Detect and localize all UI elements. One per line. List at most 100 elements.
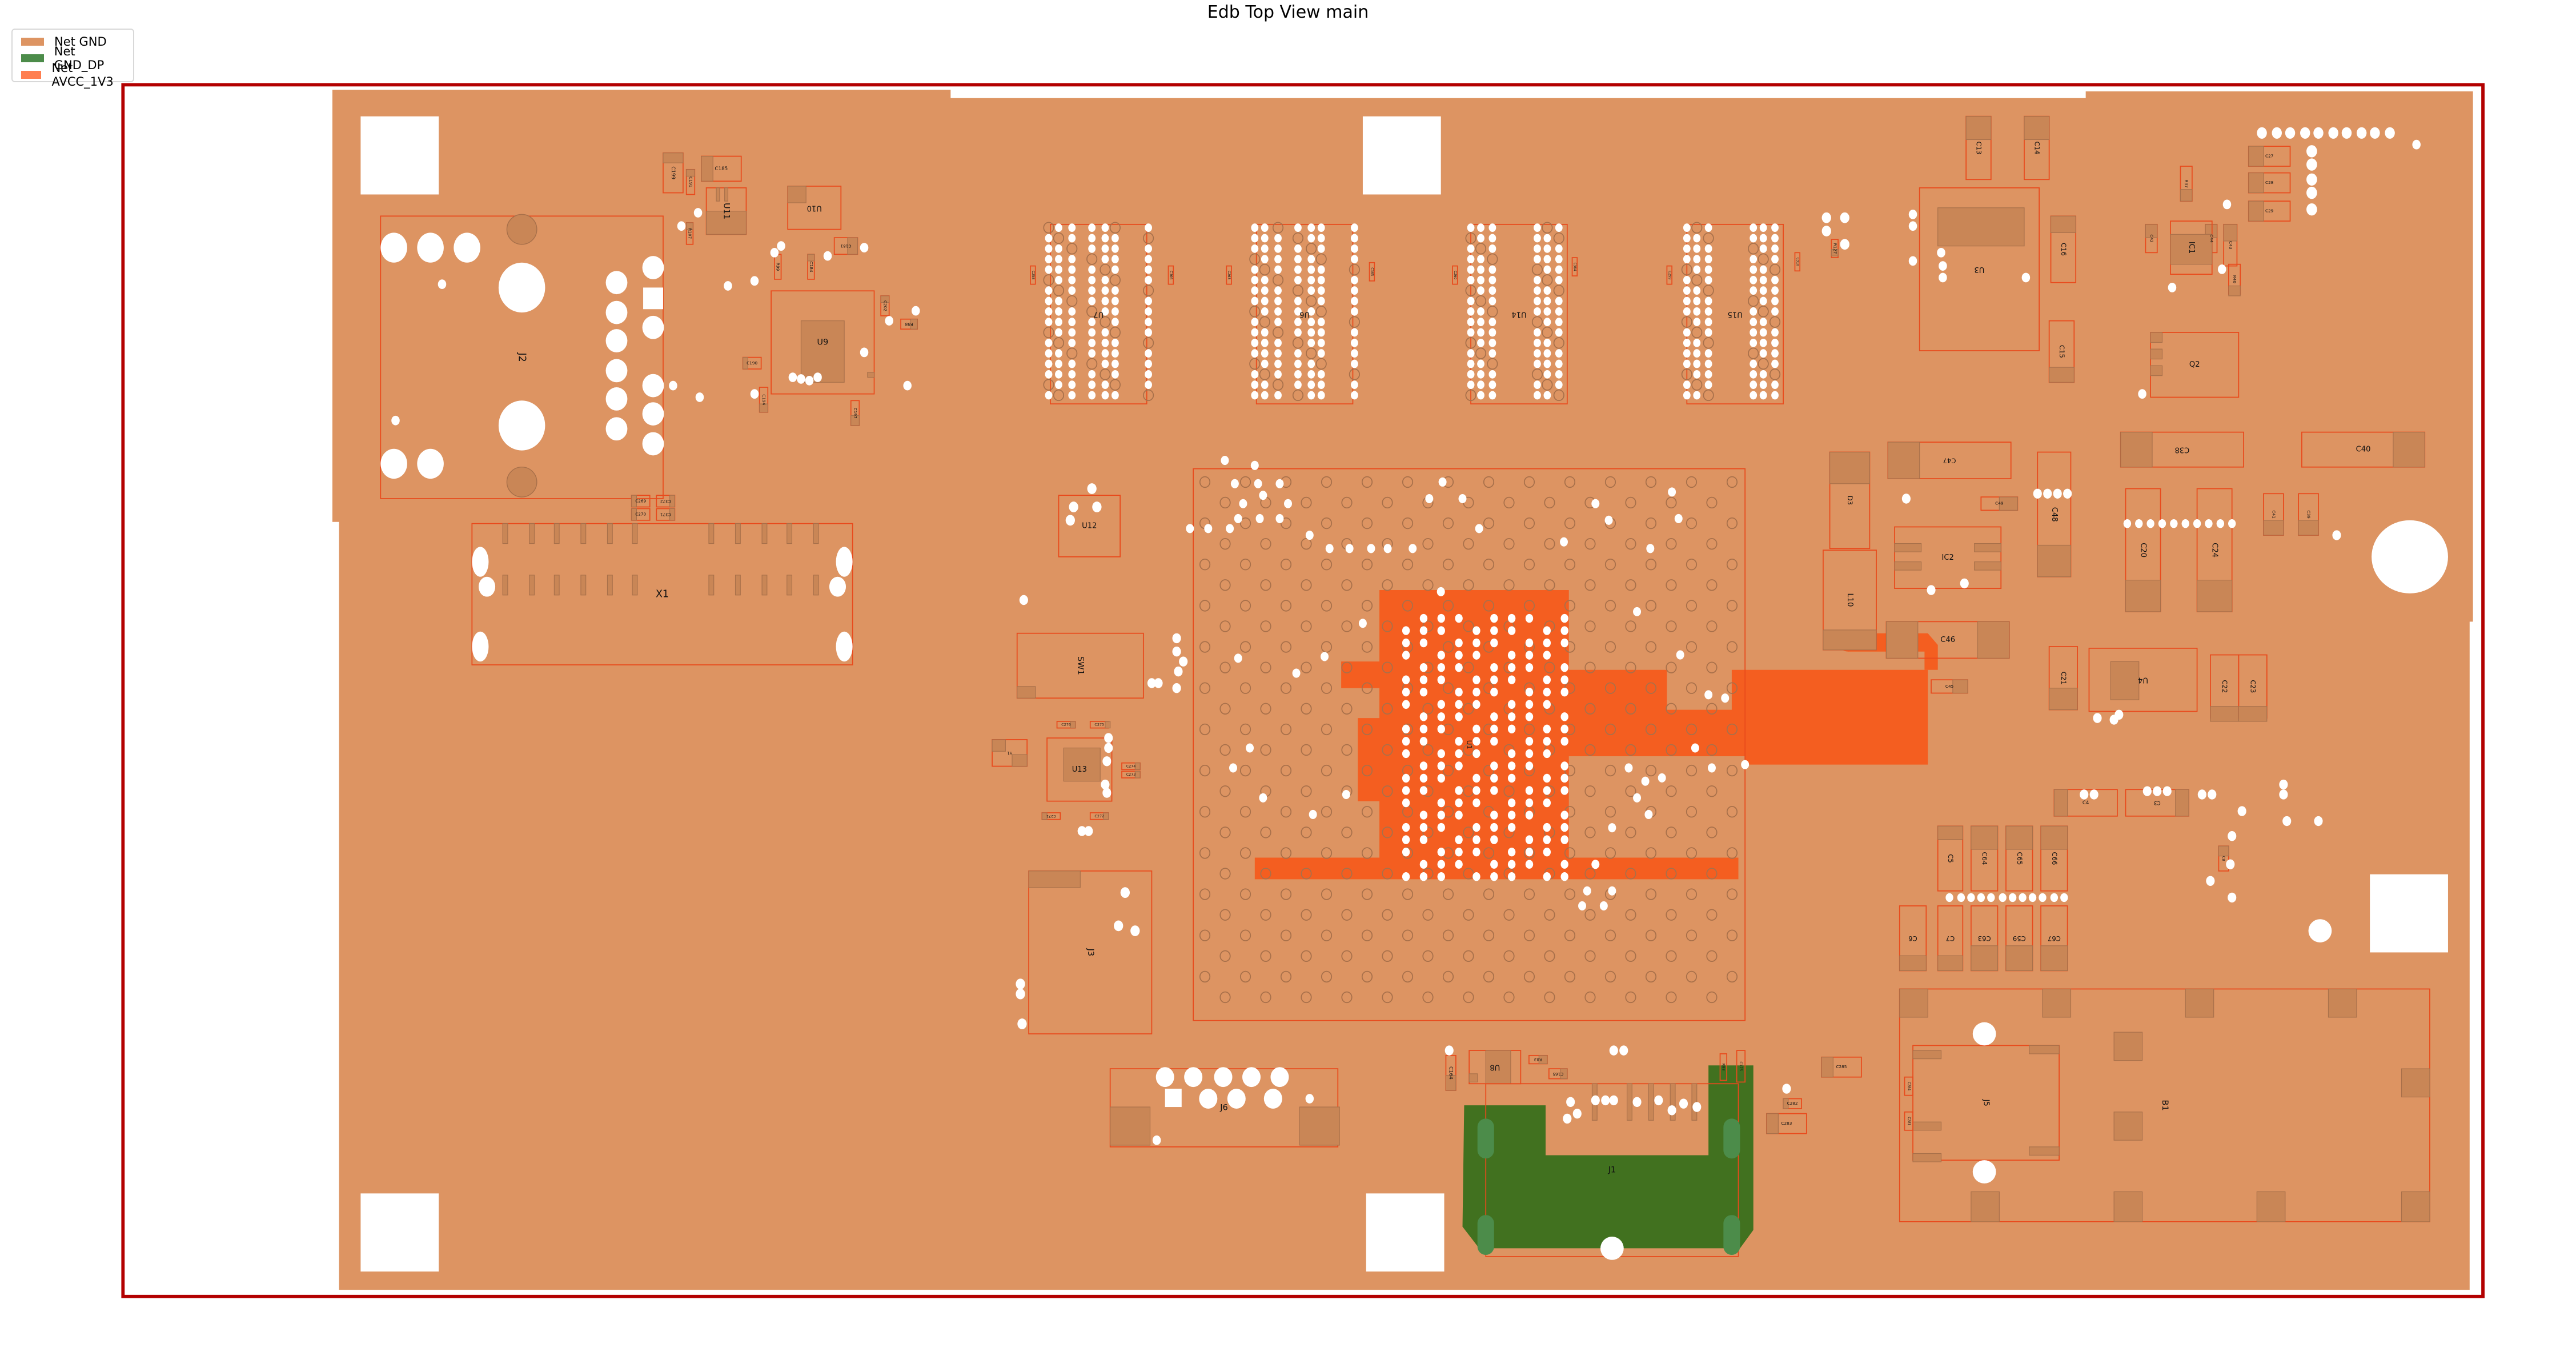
- pad: [2248, 172, 2264, 194]
- refdes-c269: C269: [635, 498, 646, 503]
- via: [1654, 1095, 1663, 1106]
- refdes-c39: C39: [2306, 510, 2312, 519]
- via: [1101, 359, 1109, 368]
- via: [1525, 835, 1534, 844]
- via: [1683, 255, 1691, 264]
- ground-via: [1086, 253, 1098, 265]
- via: [1507, 847, 1516, 857]
- component-outline-c175: [1736, 1050, 1746, 1083]
- via: [1317, 244, 1325, 253]
- refdes-c28: C28: [2265, 180, 2274, 185]
- via: [1274, 234, 1282, 243]
- via: [1543, 370, 1551, 379]
- via: [1583, 886, 1591, 896]
- via: [1507, 798, 1516, 808]
- via: [1782, 1084, 1791, 1094]
- ground-via: [1666, 703, 1677, 715]
- via: [1111, 349, 1119, 358]
- via: [1534, 380, 1541, 390]
- refdes-c285: C285: [1836, 1064, 1847, 1069]
- ground-via: [1523, 476, 1535, 488]
- pad: [2053, 789, 2068, 817]
- via: [1560, 663, 1568, 672]
- ground-via: [1361, 929, 1373, 941]
- ground-via: [1086, 306, 1098, 318]
- refdes-c202: C202: [882, 300, 888, 311]
- via: [1145, 255, 1152, 264]
- ground-via: [1483, 764, 1495, 777]
- via: [1467, 328, 1475, 337]
- via: [1350, 359, 1358, 368]
- ground-via: [1043, 222, 1054, 234]
- ground-via: [1463, 991, 1474, 1004]
- ground-via: [1361, 641, 1373, 653]
- via: [1560, 675, 1568, 684]
- via: [1555, 275, 1563, 284]
- ground-via: [1703, 389, 1714, 402]
- refdes-c273: C273: [1126, 772, 1136, 777]
- via: [1350, 391, 1358, 400]
- ground-via: [1280, 847, 1292, 859]
- via: [1676, 650, 1684, 660]
- via: [1455, 847, 1463, 857]
- ground-via: [1382, 579, 1393, 591]
- via: [1543, 359, 1551, 368]
- pad: [761, 575, 768, 596]
- ground-via: [1483, 847, 1495, 859]
- via: [1467, 307, 1475, 316]
- ground-via: [1382, 950, 1393, 962]
- via: [1261, 338, 1269, 347]
- via: [2282, 816, 2292, 827]
- via: [1402, 638, 1410, 648]
- via: [1409, 544, 1417, 553]
- via: [1088, 318, 1096, 327]
- ground-via: [1341, 827, 1353, 839]
- refdes-u7: U7: [1093, 310, 1104, 318]
- ground-via: [1584, 744, 1596, 756]
- via: [1534, 244, 1541, 253]
- via: [1759, 328, 1767, 337]
- through-hole: [605, 359, 628, 383]
- pad: [992, 739, 1006, 752]
- via: [1750, 223, 1758, 232]
- via: [1693, 370, 1701, 379]
- via: [1945, 893, 1953, 902]
- via: [2226, 859, 2235, 869]
- via: [1555, 359, 1563, 368]
- legend-swatch-gnd-dp: [21, 54, 44, 62]
- via: [1221, 456, 1229, 466]
- via: [1317, 370, 1325, 379]
- ground-via: [1463, 827, 1474, 839]
- refdes-c40: C40: [2356, 446, 2371, 454]
- ground-via: [1625, 827, 1636, 839]
- via: [1488, 370, 1496, 379]
- through-hole: [605, 329, 628, 352]
- ground-via: [1249, 253, 1261, 265]
- via: [1543, 349, 1551, 358]
- via: [1693, 265, 1701, 274]
- via: [1317, 265, 1325, 274]
- ground-via: [1706, 537, 1718, 550]
- ground-via: [1301, 950, 1312, 962]
- via: [1017, 1018, 1027, 1029]
- ground-via: [1321, 559, 1333, 571]
- legend-label-gnd: Net GND: [54, 34, 107, 49]
- via: [1437, 663, 1445, 672]
- via: [1402, 798, 1410, 808]
- ground-via: [1604, 641, 1616, 653]
- via: [1145, 349, 1152, 358]
- via: [1307, 359, 1315, 368]
- refdes-c364: C364: [1572, 262, 1576, 271]
- via: [1350, 307, 1358, 316]
- pad: [1971, 945, 1999, 972]
- via: [1402, 872, 1410, 881]
- pad: [2005, 825, 2033, 850]
- via: [1045, 349, 1053, 358]
- via: [1667, 1105, 1676, 1116]
- ground-via: [1542, 379, 1553, 391]
- pad: [669, 495, 675, 508]
- via: [1591, 1095, 1600, 1106]
- ground-via: [1321, 600, 1333, 612]
- ground-via: [1758, 306, 1769, 318]
- via: [1350, 296, 1358, 306]
